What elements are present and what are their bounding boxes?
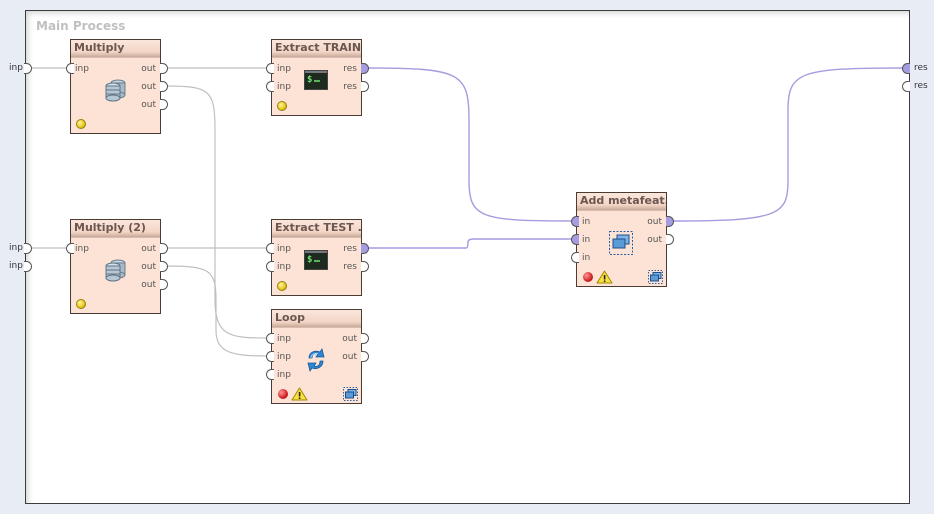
operator-title: Loop — [272, 310, 361, 328]
status-indicator-yellow — [76, 299, 86, 309]
port-label: inp — [277, 82, 291, 92]
port-label: out — [141, 262, 156, 272]
port-label: res — [343, 244, 357, 254]
port-label: out — [647, 235, 662, 245]
port-label: in — [582, 253, 591, 263]
port-label: inp — [277, 334, 291, 344]
process-input-label: inp — [9, 63, 23, 73]
operator-input-port[interactable] — [66, 63, 74, 74]
port-label: out — [141, 280, 156, 290]
port-label: inp — [277, 262, 291, 272]
status-indicator-yellow — [277, 281, 287, 291]
operator-title: Extract TRAIN ... — [272, 40, 361, 58]
subprocess-icon[interactable] — [648, 270, 663, 284]
operator-output-port[interactable] — [160, 63, 168, 74]
process-input-label: inp — [9, 261, 23, 271]
port-label: in — [582, 235, 591, 245]
port-label: out — [141, 244, 156, 254]
operator-output-port[interactable] — [361, 261, 369, 272]
port-label: inp — [75, 64, 89, 74]
port-label: in — [582, 217, 591, 227]
process-result-port[interactable] — [902, 81, 910, 92]
port-label: inp — [277, 370, 291, 380]
process-input-port[interactable] — [24, 63, 32, 74]
operator-input-port[interactable] — [266, 63, 274, 74]
operator-title: Multiply — [71, 40, 160, 58]
operator-output-port[interactable] — [666, 216, 674, 227]
process-input-label: inp — [9, 243, 23, 253]
operator-loop[interactable]: Loop inp inp inp out out — [271, 309, 362, 404]
port-label: out — [342, 352, 357, 362]
port-label: out — [141, 100, 156, 110]
process-title: Main Process — [36, 19, 126, 33]
operator-output-port[interactable] — [160, 243, 168, 254]
operator-add-metafeatures[interactable]: Add metafeat... in in in out out — [576, 192, 667, 287]
operator-input-port[interactable] — [266, 333, 274, 344]
port-label: inp — [75, 244, 89, 254]
operator-title: Multiply (2) — [71, 220, 160, 238]
port-label: out — [647, 217, 662, 227]
port-label: inp — [277, 64, 291, 74]
svg-text:$: $ — [307, 75, 312, 85]
subprocess-icon — [609, 231, 633, 255]
operator-extract-test[interactable]: Extract TEST ... inp inp res res $ — [271, 219, 362, 296]
operator-output-port[interactable] — [361, 333, 369, 344]
operator-input-port[interactable] — [571, 234, 579, 245]
process-input-port[interactable] — [24, 243, 32, 254]
operator-input-port[interactable] — [66, 243, 74, 254]
subprocess-icon[interactable] — [343, 387, 358, 401]
port-label: inp — [277, 244, 291, 254]
operator-output-port[interactable] — [666, 234, 674, 245]
port-label: res — [343, 64, 357, 74]
port-label: out — [342, 334, 357, 344]
operator-output-port[interactable] — [160, 261, 168, 272]
operator-title: Add metafeat... — [577, 193, 666, 211]
port-label: out — [141, 82, 156, 92]
terminal-icon: $ — [304, 70, 328, 90]
status-indicator-red — [583, 272, 593, 282]
operator-input-port[interactable] — [266, 369, 274, 380]
process-input-port[interactable] — [24, 261, 32, 272]
operator-output-port[interactable] — [160, 81, 168, 92]
operator-output-port[interactable] — [361, 63, 369, 74]
port-label: res — [343, 82, 357, 92]
operator-output-port[interactable] — [361, 351, 369, 362]
status-indicator-yellow — [76, 119, 86, 129]
process-result-label: res — [914, 63, 928, 73]
status-indicator-yellow — [277, 101, 287, 111]
port-label: res — [343, 262, 357, 272]
operator-extract-train[interactable]: Extract TRAIN ... inp inp res res $ — [271, 39, 362, 116]
operator-input-port[interactable] — [571, 216, 579, 227]
operator-multiply[interactable]: Multiply inp out out out — [70, 39, 161, 134]
operator-title: Extract TEST ... — [272, 220, 361, 238]
operator-input-port[interactable] — [266, 243, 274, 254]
warning-icon — [596, 270, 613, 284]
operator-input-port[interactable] — [571, 252, 579, 263]
svg-text:$: $ — [307, 255, 312, 265]
process-result-label: res — [914, 81, 928, 91]
operator-input-port[interactable] — [266, 351, 274, 362]
operator-input-port[interactable] — [266, 261, 274, 272]
operator-output-port[interactable] — [160, 279, 168, 290]
operator-output-port[interactable] — [160, 99, 168, 110]
operator-output-port[interactable] — [361, 81, 369, 92]
loop-icon — [307, 348, 325, 372]
port-label: inp — [277, 352, 291, 362]
database-icon — [105, 79, 126, 102]
status-indicator-red — [278, 389, 288, 399]
terminal-icon: $ — [304, 250, 328, 270]
operator-multiply-2[interactable]: Multiply (2) inp out out out — [70, 219, 161, 314]
operator-input-port[interactable] — [266, 81, 274, 92]
operator-output-port[interactable] — [361, 243, 369, 254]
database-icon — [105, 259, 126, 282]
warning-icon — [291, 387, 308, 401]
process-result-port[interactable] — [902, 63, 910, 74]
port-label: out — [141, 64, 156, 74]
